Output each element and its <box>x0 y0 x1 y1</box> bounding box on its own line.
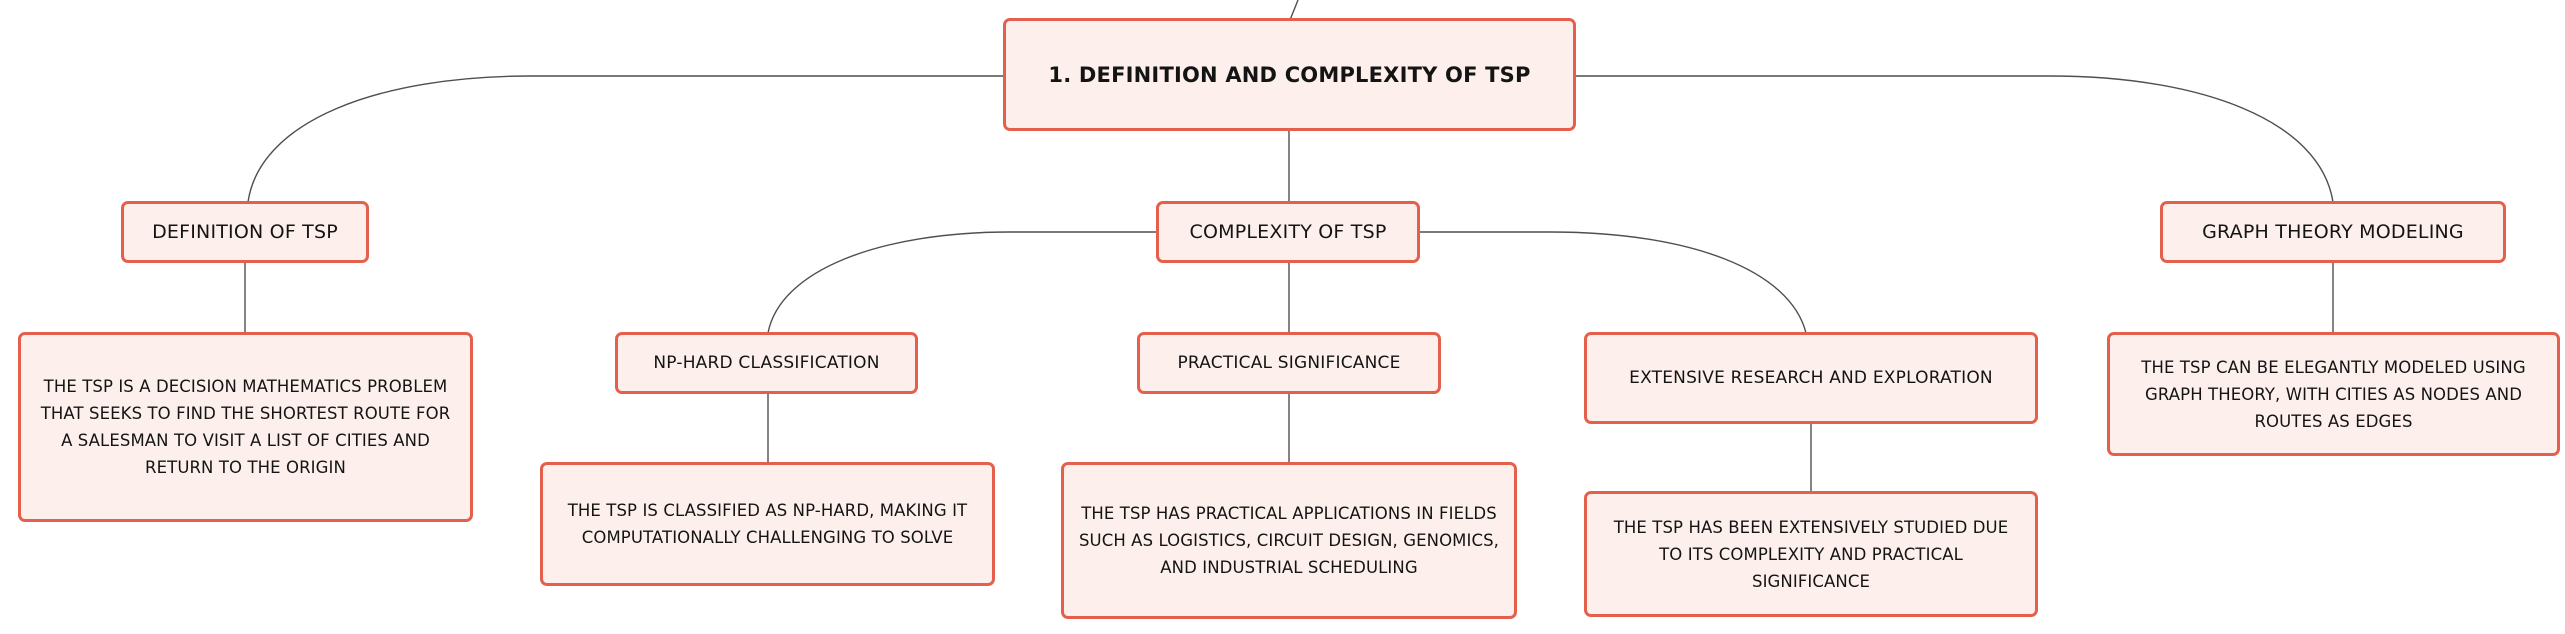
topic-complexity-of-tsp[interactable]: COMPLEXITY OF TSP <box>1156 201 1420 263</box>
connector-root-to-definition <box>247 75 1005 203</box>
detail-text: THE TSP CAN BE ELEGANTLY MODELED USING G… <box>2141 357 2526 431</box>
topic-label: COMPLEXITY OF TSP <box>1189 221 1387 243</box>
detail-np-hard-classification[interactable]: THE TSP IS CLASSIFIED AS NP-HARD, MAKING… <box>540 462 995 586</box>
subtopic-extensive-research-and-exploration[interactable]: EXTENSIVE RESEARCH AND EXPLORATION <box>1584 332 2038 424</box>
topic-label: DEFINITION OF TSP <box>152 221 338 243</box>
detail-graph-theory-modeling[interactable]: THE TSP CAN BE ELEGANTLY MODELED USING G… <box>2107 332 2560 456</box>
subtopic-label: EXTENSIVE RESEARCH AND EXPLORATION <box>1629 368 1993 388</box>
detail-definition-of-tsp[interactable]: THE TSP IS A DECISION MATHEMATICS PROBLE… <box>18 332 473 522</box>
detail-text: THE TSP IS A DECISION MATHEMATICS PROBLE… <box>40 377 451 477</box>
detail-text: THE TSP HAS BEEN EXTENSIVELY STUDIED DUE… <box>1613 517 2009 591</box>
connector-complexity-to-np-hard <box>767 231 1156 334</box>
subtopic-label: NP-HARD CLASSIFICATION <box>653 353 880 373</box>
detail-text: THE TSP IS CLASSIFIED AS NP-HARD, MAKING… <box>567 501 968 547</box>
topic-label: GRAPH THEORY MODELING <box>2202 221 2464 243</box>
detail-practical-significance[interactable]: THE TSP HAS PRACTICAL APPLICATIONS IN FI… <box>1061 462 1517 619</box>
subtopic-label: PRACTICAL SIGNIFICANCE <box>1177 353 1401 373</box>
subtopic-practical-significance[interactable]: PRACTICAL SIGNIFICANCE <box>1137 332 1441 394</box>
topic-definition-of-tsp[interactable]: DEFINITION OF TSP <box>121 201 369 263</box>
connector-complexity-to-research <box>1418 231 1807 334</box>
detail-text: THE TSP HAS PRACTICAL APPLICATIONS IN FI… <box>1078 504 1500 577</box>
subtopic-np-hard-classification[interactable]: NP-HARD CLASSIFICATION <box>615 332 918 394</box>
root-node-label: 1. DEFINITION AND COMPLEXITY OF TSP <box>1048 62 1531 87</box>
detail-extensive-research-and-exploration[interactable]: THE TSP HAS BEEN EXTENSIVELY STUDIED DUE… <box>1584 491 2038 617</box>
connector-root-to-graph-theory <box>1574 75 2334 203</box>
root-node[interactable]: 1. DEFINITION AND COMPLEXITY OF TSP <box>1003 18 1576 131</box>
connector-parent-to-root <box>1289 0 1299 21</box>
topic-graph-theory-modeling[interactable]: GRAPH THEORY MODELING <box>2160 201 2506 263</box>
